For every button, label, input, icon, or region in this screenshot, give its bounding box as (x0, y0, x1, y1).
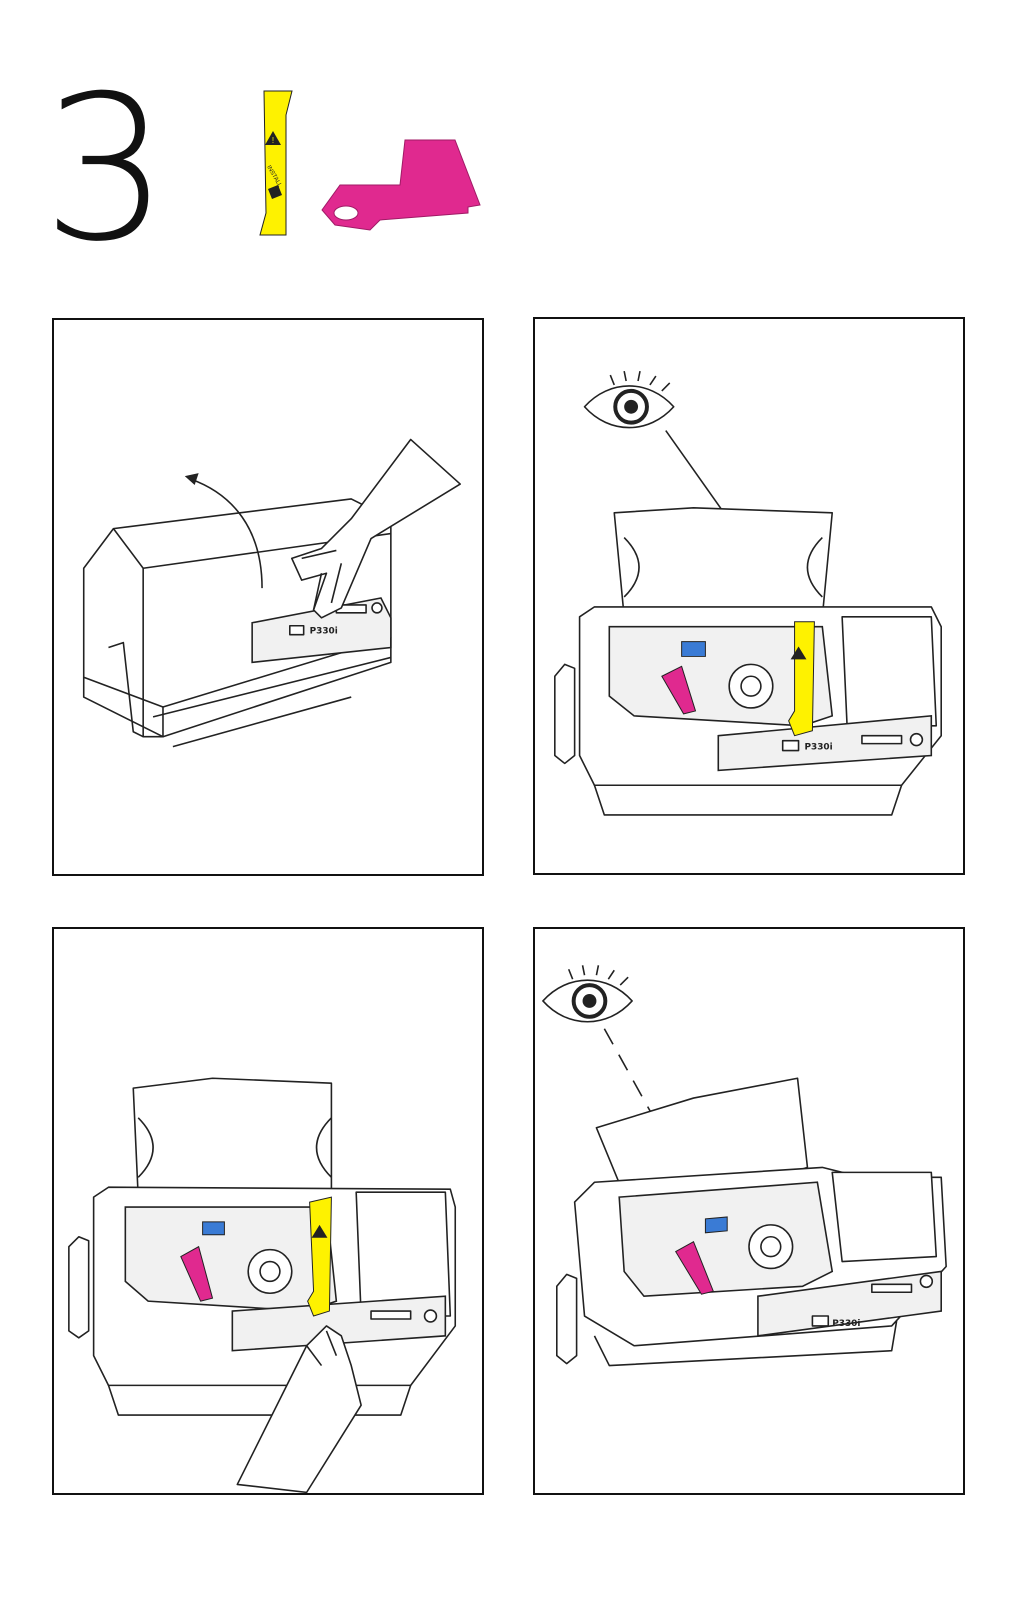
printer-open: P330i (555, 508, 941, 815)
model-label: P330i (804, 743, 832, 753)
printer-open (69, 1078, 455, 1415)
ribbon-tag: ! INSTALL (260, 91, 292, 235)
printer-open: P330i (557, 1078, 946, 1365)
card-tool (322, 140, 480, 230)
svg-text:!: ! (272, 136, 274, 145)
eye-icon (585, 371, 674, 427)
step-number: 3 (42, 70, 169, 270)
model-label: P330i (832, 1319, 860, 1329)
panel-pull-ribbon (52, 927, 484, 1495)
parts-illustration: ! INSTALL (250, 85, 490, 245)
panel-open-lid: P330i (52, 318, 484, 876)
panel-verify-removed: P330i (533, 927, 965, 1495)
model-label: P330i (310, 627, 338, 637)
panel-check-ribbon: P330i (533, 317, 965, 875)
eye-icon (543, 965, 632, 1021)
